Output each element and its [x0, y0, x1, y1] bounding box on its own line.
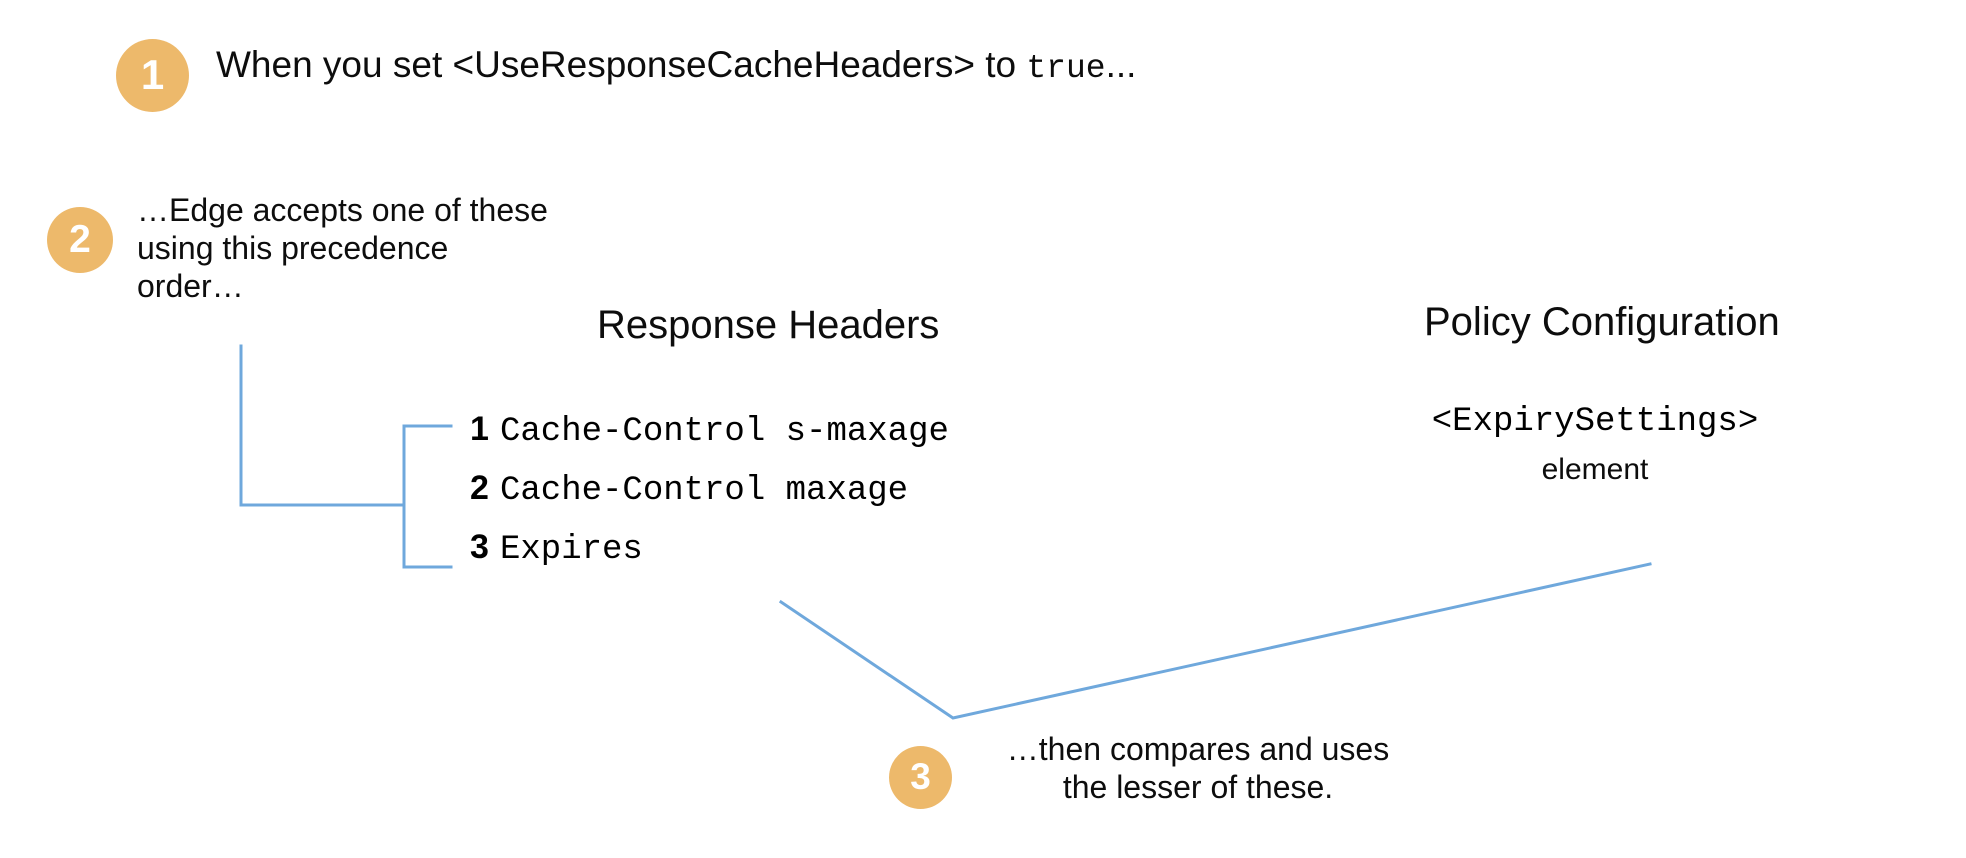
step2-elbow-connector	[239, 344, 406, 507]
policy-element-word: element	[1541, 453, 1649, 486]
comparison-vee-connector	[778, 562, 1652, 720]
precedence-item-index: 1	[470, 410, 489, 448]
step-1-badge: 1	[116, 39, 189, 112]
precedence-bracket	[402, 424, 453, 569]
response-headers-heading: Response Headers	[597, 303, 940, 347]
precedence-item: 3 Expires	[470, 528, 949, 587]
precedence-item-index: 2	[470, 469, 489, 507]
policy-configuration-heading: Policy Configuration	[1424, 300, 1780, 344]
step-3-badge: 3	[889, 746, 952, 809]
step-1-number: 1	[140, 50, 165, 98]
step-3-line-2: the lesser of these.	[1062, 769, 1334, 806]
step-1-text-value: true	[1026, 50, 1106, 87]
precedence-item: 1 Cache-Control s-maxage	[470, 410, 949, 469]
step-1-text-after: ...	[1105, 44, 1137, 85]
policy-element-name: <ExpirySettings>	[1431, 403, 1759, 441]
precedence-item: 2 Cache-Control maxage	[470, 469, 949, 528]
step-2-line-2: using this precedence	[137, 229, 449, 266]
step-3-number: 3	[910, 756, 931, 797]
step-2-line-3: order…	[137, 267, 244, 304]
step-2-badge: 2	[47, 207, 113, 273]
precedence-list: 1 Cache-Control s-maxage 2 Cache-Control…	[470, 410, 949, 587]
step-2-text: …Edge accepts one of these using this pr…	[137, 192, 637, 305]
step-1-text-before: When you set <UseResponseCacheHeaders> t…	[216, 44, 1027, 85]
policy-configuration-value: <ExpirySettings> element	[1390, 403, 1800, 487]
step-3-line-1: …then compares and uses	[1006, 731, 1390, 767]
precedence-item-index: 3	[470, 528, 489, 566]
step-3-text: …then compares and uses the lesser of th…	[968, 730, 1428, 807]
step-2-line-1: …Edge accepts one of these	[137, 192, 548, 228]
precedence-item-label: Expires	[500, 531, 643, 569]
step-2-number: 2	[69, 217, 91, 261]
precedence-item-label: Cache-Control s-maxage	[500, 413, 949, 451]
precedence-item-label: Cache-Control maxage	[500, 472, 909, 510]
step-1-text: When you set <UseResponseCacheHeaders> t…	[216, 44, 1136, 87]
